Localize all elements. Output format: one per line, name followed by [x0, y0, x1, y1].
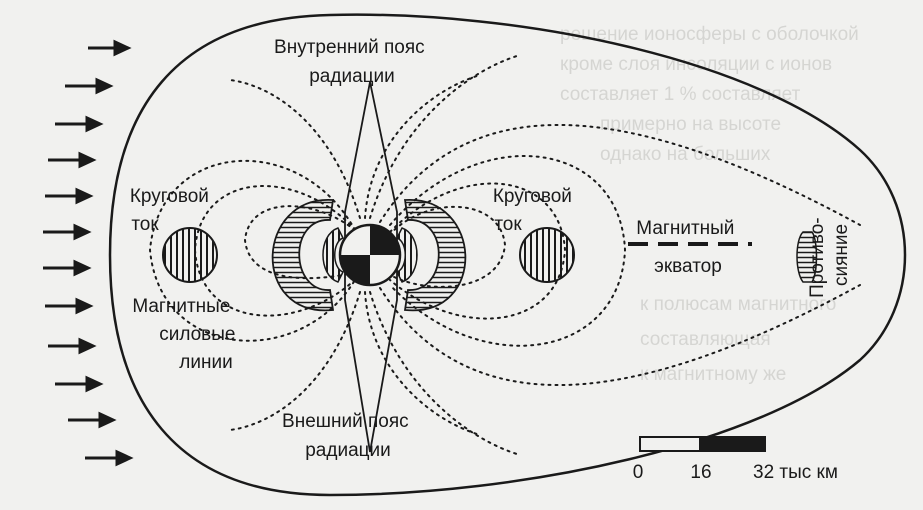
ring-current-right: [519, 227, 575, 283]
field-lines-label: Магнитные силовые линии: [132, 296, 240, 373]
solar-wind-arrow: [43, 223, 92, 241]
solar-wind-arrow: [48, 151, 97, 169]
outer-belt-left: [271, 199, 335, 312]
counterglow-label-line2: сияние: [831, 224, 852, 286]
scale-tick-16: 16: [690, 462, 711, 483]
solar-wind-arrow: [88, 39, 132, 57]
solar-wind-arrow: [45, 187, 94, 205]
solar-wind-arrow: [65, 77, 114, 95]
solar-wind-arrow: [45, 297, 94, 315]
ring-current-right-label-line2: ток: [494, 214, 522, 235]
svg-text:к магнитному же: к магнитному же: [640, 364, 786, 385]
ring-current-left-label-line1: Круговой: [130, 186, 209, 207]
inner-belt-label: Внутренний пояс радиации: [274, 37, 430, 87]
earth: [338, 223, 402, 287]
inner-belt-left: [322, 227, 345, 283]
radiation-belt-diamond: [344, 81, 398, 453]
ring-current-left: [162, 227, 218, 283]
background-text: решение ионосферы с оболочкой кроме слоя…: [560, 24, 859, 385]
ring-current-left-label-line2: ток: [131, 214, 159, 235]
svg-text:однако на больших: однако на больших: [600, 144, 771, 165]
inner-belt-label-line2: радиации: [309, 66, 395, 87]
inner-belt-right: [395, 227, 418, 283]
solar-wind-arrow: [68, 411, 117, 429]
counterglow-label-line1: Противо-: [807, 217, 828, 297]
counterglow: [796, 231, 818, 283]
outer-belt-label-line2: радиации: [305, 440, 391, 461]
solar-wind-arrow: [43, 259, 92, 277]
svg-text:к полюсам магнитного: к полюсам магнитного: [640, 294, 836, 315]
svg-text:составляет 1 % составляет: составляет 1 % составляет: [560, 84, 801, 105]
magnetic-equator-label-line2: экватор: [654, 256, 722, 277]
field-lines-label-line2: силовые: [159, 324, 235, 345]
magnetic-equator-label: Магнитный экватор: [636, 218, 739, 277]
scale-bar-black-segment: [699, 436, 766, 452]
outer-belt-label: Внешний пояс радиации: [282, 411, 414, 461]
scale-bar: 0 16 32 тыс км: [633, 436, 838, 483]
ring-current-left-label: Круговой ток: [130, 186, 214, 235]
outer-belt-right: [403, 199, 467, 312]
solar-wind-arrow: [48, 337, 97, 355]
svg-text:примерно на высоте: примерно на высоте: [600, 114, 781, 135]
solar-wind-arrows: [43, 39, 134, 467]
field-lines-label-line3: линии: [179, 352, 232, 373]
scale-tick-32: 32 тыс км: [753, 462, 838, 483]
field-lines-label-line1: Магнитные: [132, 296, 230, 317]
solar-wind-arrow: [85, 449, 134, 467]
ring-current-right-label: Круговой ток: [493, 186, 577, 235]
outer-belt-label-line1: Внешний пояс: [282, 411, 409, 432]
magnetosphere-boundary: [108, 13, 907, 497]
solar-wind-arrow: [55, 375, 104, 393]
scale-bar-white-segment: [639, 436, 701, 452]
scale-tick-0: 0: [633, 462, 644, 483]
inner-belt-label-line1: Внутренний пояс: [274, 37, 425, 58]
ring-current-right-label-line1: Круговой: [493, 186, 572, 207]
counterglow-label: Противо- сияние: [807, 212, 852, 298]
svg-text:составляющая: составляющая: [640, 329, 771, 350]
solar-wind-arrow: [55, 115, 104, 133]
svg-text:решение ионосферы с оболочкой: решение ионосферы с оболочкой: [560, 24, 859, 45]
magnetic-equator-label-line1: Магнитный: [636, 218, 734, 239]
